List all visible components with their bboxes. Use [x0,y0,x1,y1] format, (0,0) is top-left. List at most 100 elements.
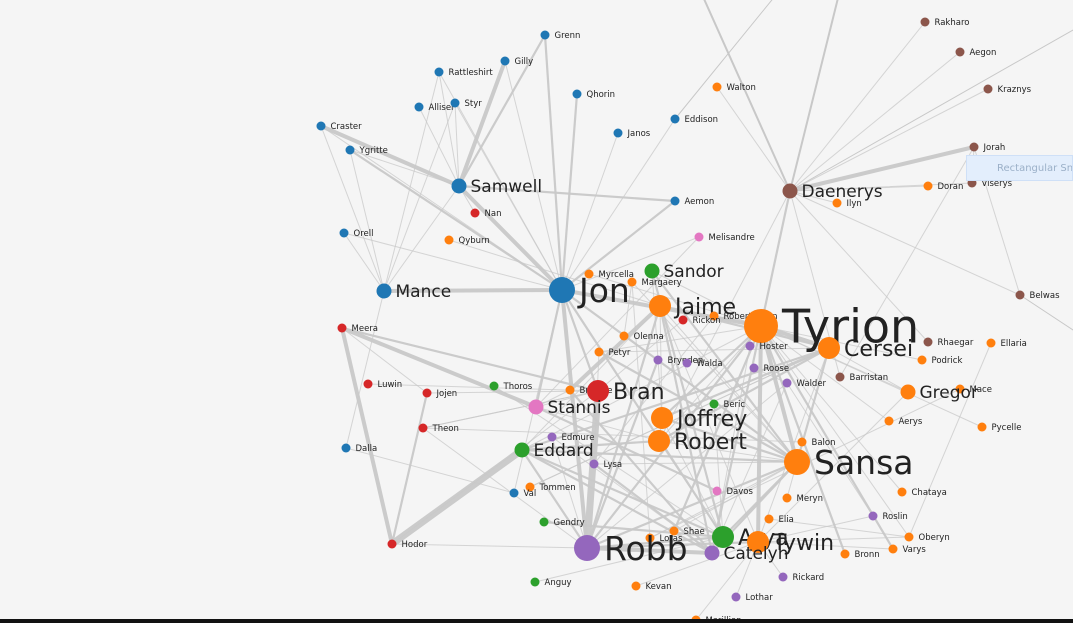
node-bran[interactable]: Bran [587,380,665,405]
node-circle[interactable] [1015,290,1025,300]
node-circle[interactable] [670,114,680,124]
node-orell[interactable]: Orell [339,228,374,240]
node-lysa[interactable]: Lysa [589,459,623,471]
node-barristan[interactable]: Barristan [835,372,889,384]
node-circle[interactable] [450,98,460,108]
node-sandor[interactable]: Sandor [644,262,724,282]
node-circle[interactable] [923,337,933,347]
node-jojen[interactable]: Jojen [422,388,458,400]
node-circle[interactable] [745,341,755,351]
node-circle[interactable] [645,533,655,543]
node-circle[interactable] [528,399,544,415]
node-tommen[interactable]: Tommen [525,482,576,494]
node-robb[interactable]: Robb [574,529,688,568]
node-rhaegar[interactable]: Rhaegar [923,337,974,349]
node-myrcella[interactable]: Myrcella [584,269,635,281]
node-ygritte[interactable]: Ygritte [345,145,388,157]
node-aegon[interactable]: Aegon [955,47,997,59]
node-circle[interactable] [920,17,930,27]
node-qyburn[interactable]: Qyburn [444,235,490,247]
node-circle[interactable] [782,493,792,503]
node-jaime[interactable]: Jaime [649,295,736,320]
node-eddard[interactable]: Eddard [514,441,594,461]
node-walda[interactable]: Walda [682,358,723,370]
node-styr[interactable]: Styr [450,98,483,110]
node-circle[interactable] [644,263,660,279]
node-oberyn[interactable]: Oberyn [904,532,950,544]
node-circle[interactable] [712,526,734,548]
node-circle[interactable] [709,399,719,409]
node-circle[interactable] [784,449,810,475]
node-walton[interactable]: Walton [712,82,756,94]
node-circle[interactable] [835,372,845,382]
node-circle[interactable] [884,416,894,426]
node-circle[interactable] [339,228,349,238]
node-hodor[interactable]: Hodor [387,539,428,551]
node-circle[interactable] [900,384,916,400]
node-eddison[interactable]: Eddison [670,114,719,126]
node-circle[interactable] [587,380,609,402]
node-robert[interactable]: Robert [648,430,747,455]
node-circle[interactable] [682,358,692,368]
node-circle[interactable] [888,544,898,554]
node-roslin[interactable]: Roslin [868,511,908,523]
node-shae[interactable]: Shae [669,526,705,538]
node-circle[interactable] [619,331,629,341]
node-circle[interactable] [418,423,428,433]
node-rattleshirt[interactable]: Rattleshirt [434,67,494,79]
node-circle[interactable] [868,511,878,521]
node-circle[interactable] [670,196,680,206]
node-catelyn[interactable]: Catelyn [704,544,789,564]
node-circle[interactable] [955,384,965,394]
node-circle[interactable] [574,535,600,561]
node-qhorin[interactable]: Qhorin [572,89,616,101]
node-mance[interactable]: Mance [376,282,452,302]
node-bronn[interactable]: Bronn [840,549,880,561]
node-meryn[interactable]: Meryn [782,493,823,505]
node-circle[interactable] [797,437,807,447]
node-circle[interactable] [500,56,510,66]
node-circle[interactable] [514,442,530,458]
node-circle[interactable] [540,30,550,40]
node-circle[interactable] [434,67,444,77]
node-circle[interactable] [651,407,673,429]
node-jorah[interactable]: Jorah [969,142,1006,154]
node-circle[interactable] [341,443,351,453]
node-kraznys[interactable]: Kraznys [983,84,1032,96]
node-circle[interactable] [422,388,432,398]
node-circle[interactable] [363,379,373,389]
node-circle[interactable] [709,311,719,321]
node-circle[interactable] [977,422,987,432]
node-circle[interactable] [525,482,535,492]
node-circle[interactable] [969,142,979,152]
node-nan[interactable]: Nan [470,208,502,220]
node-circle[interactable] [613,128,623,138]
node-circle[interactable] [897,487,907,497]
node-circle[interactable] [712,82,722,92]
node-anguy[interactable]: Anguy [530,577,572,589]
node-olenna[interactable]: Olenna [619,331,664,343]
node-craster[interactable]: Craster [316,121,363,133]
node-pycelle[interactable]: Pycelle [977,422,1022,434]
node-circle[interactable] [648,430,670,452]
node-circle[interactable] [376,283,392,299]
node-circle[interactable] [530,577,540,587]
node-circle[interactable] [923,181,933,191]
node-circle[interactable] [778,572,788,582]
node-ellaria[interactable]: Ellaria [986,338,1027,350]
node-circle[interactable] [547,432,557,442]
node-meera[interactable]: Meera [337,323,379,335]
node-tyrion[interactable]: Tyrion [744,300,919,354]
node-circle[interactable] [451,178,467,194]
node-circle[interactable] [744,309,778,343]
node-janos[interactable]: Janos [613,128,651,140]
node-davos[interactable]: Davos [712,486,754,498]
node-dalla[interactable]: Dalla [341,443,378,455]
node-belwas[interactable]: Belwas [1015,290,1061,302]
node-walder[interactable]: Walder [782,378,827,390]
node-circle[interactable] [840,549,850,559]
node-circle[interactable] [782,183,798,199]
node-varys[interactable]: Varys [888,544,927,556]
node-gilly[interactable]: Gilly [500,56,534,68]
node-circle[interactable] [387,539,397,549]
